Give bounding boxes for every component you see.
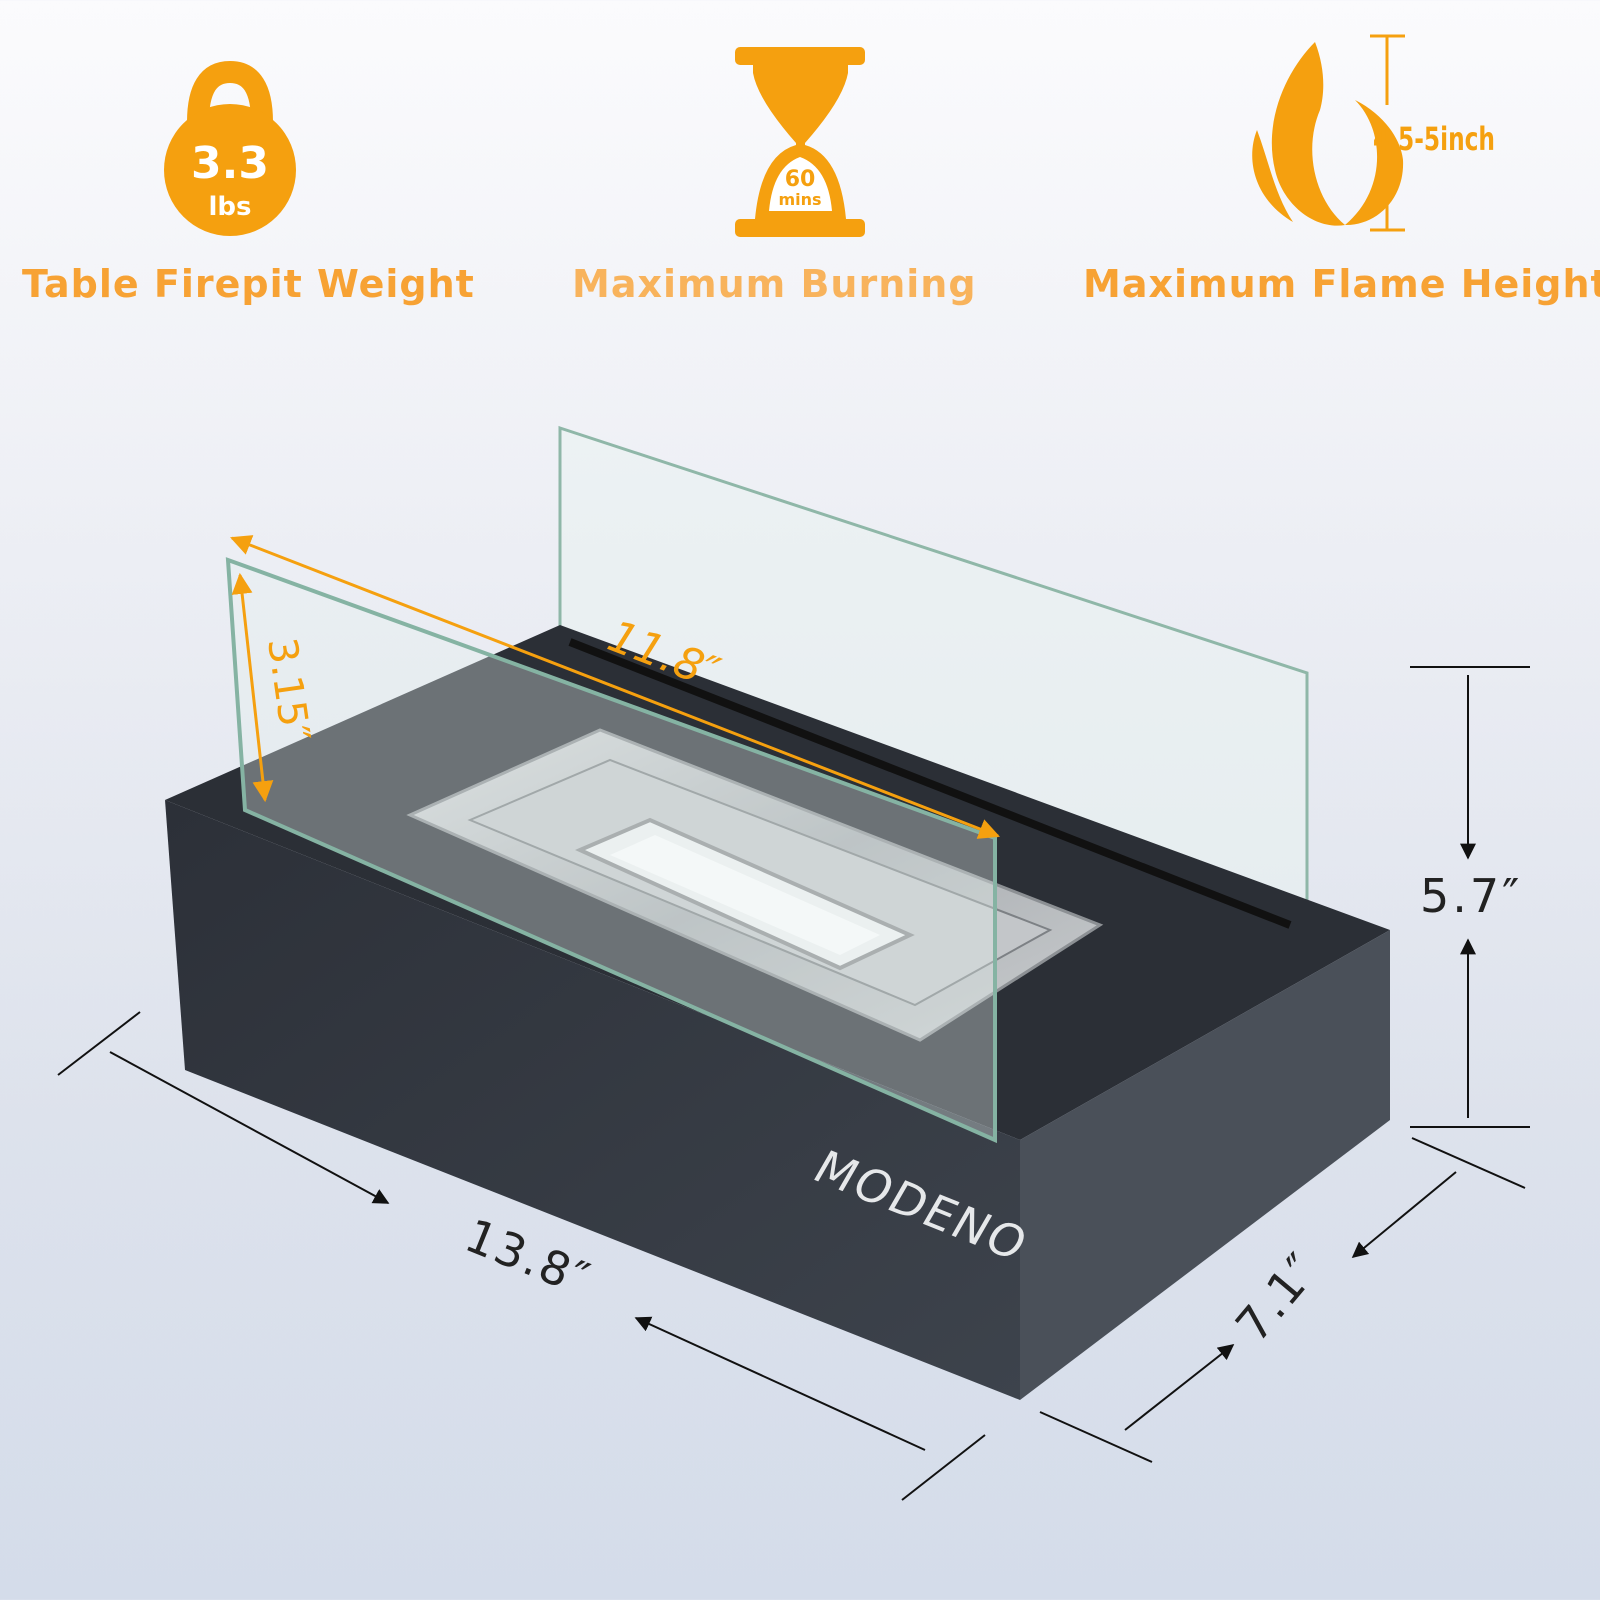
flame-icon: 4.5-5inch [1252, 34, 1495, 232]
weight-label: Table Firepit Weight [22, 262, 475, 306]
flame-height-value: 4.5-5inch [1373, 120, 1495, 158]
burning-label: Maximum Burning [572, 262, 977, 306]
depth-label: 7.1″ [1225, 1242, 1330, 1352]
height-dimension: 5.7″ [1410, 666, 1530, 1128]
burn-value: 60 [785, 167, 816, 192]
height-label: 5.7″ [1420, 869, 1522, 923]
flame-height-label: Maximum Flame Height [1083, 262, 1600, 306]
weight-value: 3.3 [191, 138, 269, 189]
weight-unit: lbs [209, 192, 252, 222]
hourglass-icon: 60 mins [735, 47, 865, 237]
burn-unit: mins [778, 190, 821, 209]
kettlebell-icon: 3.3 lbs [164, 60, 296, 236]
